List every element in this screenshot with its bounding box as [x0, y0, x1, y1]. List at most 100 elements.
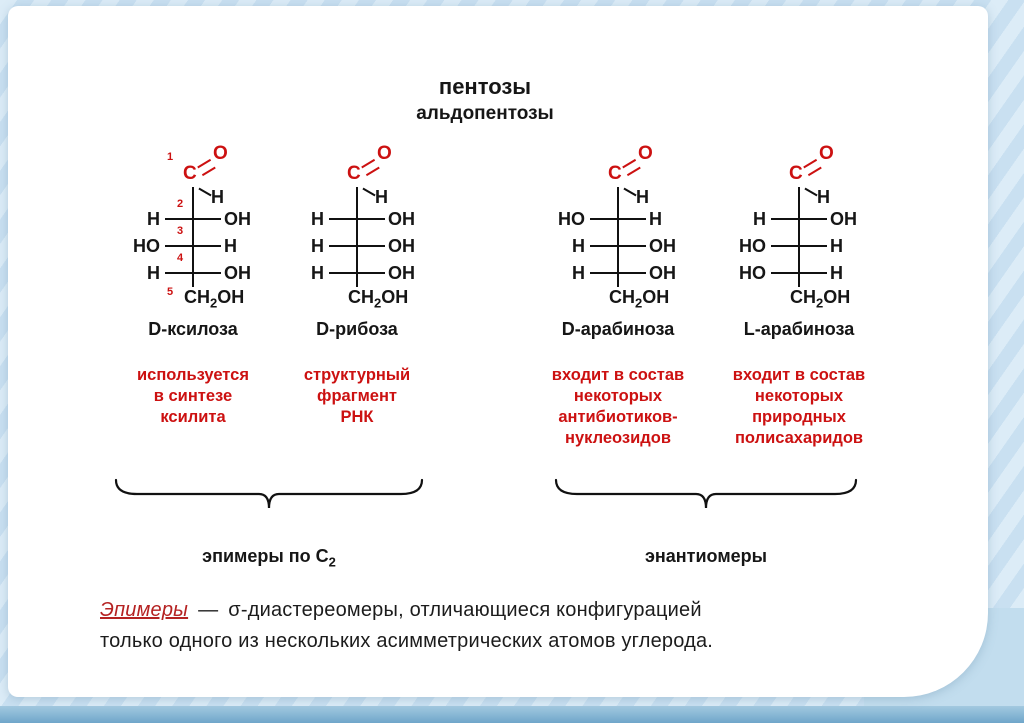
substituent-left: H — [147, 263, 160, 283]
substituent-right: H — [830, 263, 843, 283]
aldehyde-hydrogen: H — [817, 187, 830, 207]
substituent-left: HO — [739, 236, 766, 256]
ch2oh-post: OH — [381, 287, 409, 307]
ch2oh-sub: 2 — [374, 295, 382, 311]
carbonyl-carbon: C — [608, 163, 622, 184]
sugar-name-d-arabinose: D-арабиноза — [561, 319, 675, 339]
substituent-right: H — [649, 209, 662, 229]
bottom-band — [0, 706, 1024, 723]
bracket-label-subscript: 2 — [328, 554, 336, 570]
single-bond — [804, 187, 818, 197]
ch2oh-sub: 2 — [210, 295, 218, 311]
fischer-row-c4: H OH — [113, 261, 273, 285]
substituent-right: OH — [830, 209, 857, 229]
definition-line-1: Эпимеры—σ-диастереомеры, отличающиеся ко… — [100, 595, 930, 626]
ch2oh-group: CH2OH — [348, 287, 408, 311]
fischer-projection-l-arabinose: C O H H OH HO H HO H CH2OH — [719, 143, 879, 325]
ch2oh-post: OH — [217, 287, 245, 307]
sugar-name-l-arabinose: L-арабиноза — [743, 319, 855, 339]
definition-dash: — — [198, 599, 219, 621]
single-bond — [362, 187, 376, 197]
horizontal-bond — [329, 245, 385, 247]
carbonyl-oxygen: O — [638, 143, 653, 164]
substituent-right: OH — [649, 263, 676, 283]
vertical-bond — [356, 187, 358, 287]
horizontal-bond — [590, 245, 646, 247]
substituent-left: H — [311, 236, 324, 256]
slide-subtitle: альдопентозы — [416, 103, 554, 124]
substituent-right: OH — [388, 263, 415, 283]
horizontal-bond — [771, 245, 827, 247]
ch2oh-post: OH — [823, 287, 851, 307]
horizontal-bond — [590, 272, 646, 274]
single-bond — [198, 187, 212, 197]
aldehyde-hydrogen: H — [375, 187, 388, 207]
sugar-note-d-arabinose: входит в состав некоторых антибиотиков- … — [551, 366, 685, 447]
vertical-bond — [798, 187, 800, 287]
fischer-row-c2: H OH — [277, 207, 437, 231]
ch2oh-group: CH2OH — [790, 287, 850, 311]
fischer-row-c4: H OH — [277, 261, 437, 285]
sugar-name-d-xylose: D-ксилоза — [148, 319, 238, 339]
single-bond — [623, 187, 637, 197]
ch2oh-sub: 2 — [635, 295, 643, 311]
fischer-row-c2: H OH — [113, 207, 273, 231]
substituent-left: H — [572, 236, 585, 256]
carbon-number-1: 1 — [167, 151, 174, 163]
fischer-row-c3: HO H — [719, 234, 879, 258]
epimer-definition: Эпимеры—σ-диастереомеры, отличающиеся ко… — [100, 595, 930, 657]
ch2oh-sub: 2 — [816, 295, 824, 311]
fischer-row-c4: HO H — [719, 261, 879, 285]
substituent-left: HO — [739, 263, 766, 283]
fischer-projection-d-ribose: C O H H OH H OH H OH CH2OH — [277, 143, 437, 325]
substituent-right: H — [224, 236, 237, 256]
fischer-row-c3: H OH — [277, 234, 437, 258]
vertical-bond — [192, 187, 194, 287]
carbonyl-carbon: C — [183, 163, 197, 184]
carbonyl-oxygen: O — [213, 143, 228, 164]
bracket-label-text: энантиомеры — [644, 546, 768, 566]
carbonyl-carbon: C — [789, 163, 803, 184]
substituent-left: HO — [133, 236, 160, 256]
bracket-label-epimers: эпимеры по C2 — [159, 546, 379, 570]
substituent-right: H — [830, 236, 843, 256]
horizontal-bond — [771, 218, 827, 220]
horizontal-bond — [165, 245, 221, 247]
substituent-left: H — [753, 209, 766, 229]
carbon-number-4: 4 — [177, 252, 184, 264]
aldehyde-hydrogen: H — [636, 187, 649, 207]
substituent-left: H — [572, 263, 585, 283]
carbonyl-carbon: C — [347, 163, 361, 184]
substituent-left: H — [147, 209, 160, 229]
carbonyl-oxygen: O — [377, 143, 392, 164]
ch2oh-group: CH2OH — [609, 287, 669, 311]
substituent-right: OH — [224, 209, 251, 229]
fischer-row-c2: H OH — [719, 207, 879, 231]
ch2oh-pre: CH — [790, 287, 816, 307]
fischer-row-c3: H OH — [538, 234, 698, 258]
substituent-left: H — [311, 209, 324, 229]
ch2oh-pre: CH — [609, 287, 635, 307]
bracket-label-enantiomers: энантиомеры — [596, 546, 816, 570]
underbrace-epimers — [114, 478, 424, 509]
bracket-label-text: эпимеры по C — [202, 546, 329, 566]
carbon-number-3: 3 — [177, 225, 184, 237]
ch2oh-post: OH — [642, 287, 670, 307]
horizontal-bond — [165, 272, 221, 274]
carbon-number-5: 5 — [167, 286, 174, 298]
vertical-bond — [617, 187, 619, 287]
horizontal-bond — [590, 218, 646, 220]
fischer-row-c4: H OH — [538, 261, 698, 285]
definition-term: Эпимеры — [100, 599, 189, 621]
fischer-projection-d-xylose: 1 C O H 2 3 4 5 H OH HO H H OH CH2OH — [113, 143, 273, 325]
substituent-right: OH — [649, 236, 676, 256]
horizontal-bond — [165, 218, 221, 220]
slide-card — [8, 6, 988, 697]
ch2oh-group: CH2OH — [184, 287, 244, 311]
aldehyde-hydrogen: H — [211, 187, 224, 207]
fischer-row-c2: HO H — [538, 207, 698, 231]
sugar-note-d-xylose: используется в синтезе ксилита — [137, 366, 249, 426]
carbon-number-2: 2 — [177, 198, 184, 210]
carbonyl-oxygen: O — [819, 143, 834, 164]
substituent-left: H — [311, 263, 324, 283]
